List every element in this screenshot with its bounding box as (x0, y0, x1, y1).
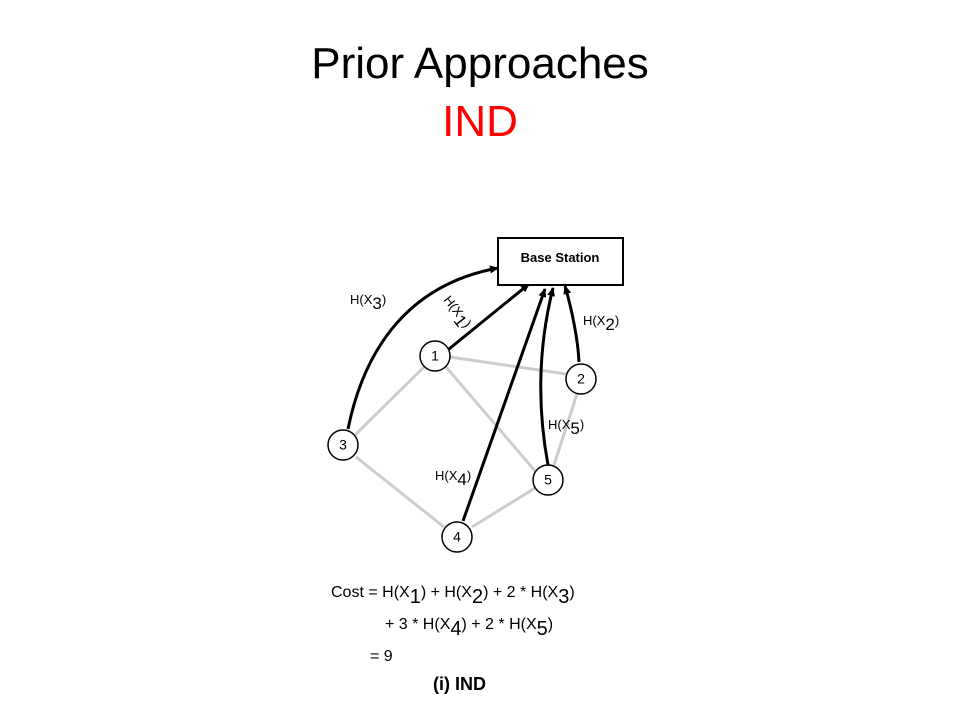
node-4: 4 (441, 521, 473, 553)
link-1-5 (444, 366, 538, 473)
route-4 (461, 288, 547, 522)
node-2: 2 (565, 363, 597, 395)
link-1-3 (353, 364, 427, 437)
link-1-2 (449, 355, 567, 376)
edge-label-x4: H(X4) (435, 468, 471, 489)
cost-line-3: = 9 (370, 648, 393, 665)
link-2-5 (552, 393, 579, 466)
edge-label-x2: H(X2) (583, 313, 619, 334)
network-links (353, 355, 579, 529)
svg-text:2: 2 (577, 371, 585, 387)
base-station: Base Station (497, 237, 624, 286)
route-2 (563, 285, 581, 363)
svg-text:1: 1 (431, 348, 439, 364)
node-5: 5 (532, 464, 564, 496)
node-3: 3 (327, 429, 359, 461)
cost-line-2: + 3 * H(X4) + 2 * H(X5) (385, 616, 553, 640)
edge-label-x1: H(X1) (436, 293, 475, 334)
cost-line-1: Cost = H(X1) + H(X2) + 2 * H(X3) (331, 584, 575, 608)
link-3-4 (355, 455, 445, 529)
routes-to-base (346, 265, 581, 522)
svg-text:4: 4 (453, 529, 461, 545)
route-5 (539, 287, 555, 466)
base-station-label: Base Station (521, 250, 600, 265)
link-4-5 (471, 486, 536, 529)
slide-subtitle: IND (442, 97, 518, 146)
edge-label-x3: H(X3) (350, 292, 386, 313)
slide-title: Prior Approaches (311, 39, 649, 88)
figure-caption: (i) IND (433, 674, 486, 694)
node-1: 1 (419, 340, 451, 372)
edge-label-x5: H(X5) (548, 417, 584, 438)
route-1 (448, 282, 530, 351)
svg-text:5: 5 (544, 472, 552, 488)
route-3 (346, 265, 499, 430)
svg-text:3: 3 (339, 437, 347, 453)
cost-equation: Cost = H(X1) + H(X2) + 2 * H(X3) + 3 * H… (331, 584, 575, 665)
